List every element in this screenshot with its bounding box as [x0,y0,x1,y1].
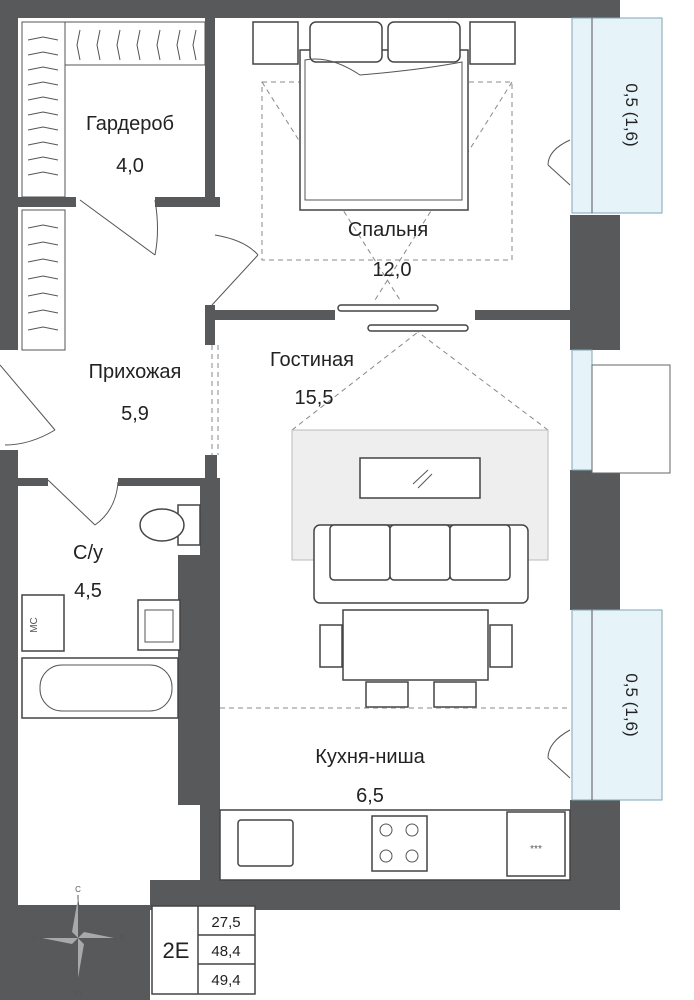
bathroom-room: МС С/у 4,5 [21,479,201,719]
bedroom-room: Спальня 12,0 [211,21,516,332]
compass-south: Ю [74,989,82,998]
living-area-value: 27,5 [211,914,240,931]
kitchen-area: 6,5 [356,785,384,807]
total-area-with-balcony-value: 49,4 [211,972,240,989]
bathroom-name: С/у [73,542,103,564]
stove-label: *** [530,844,542,855]
wardrobe-room: Гардероб 4,0 [21,21,206,256]
kitchen-room: *** Кухня-ниша 6,5 [219,707,571,881]
sink-icon [237,819,294,867]
living-area: 15,5 [295,387,334,409]
bathroom-area: 4,5 [74,580,102,602]
hallway-room: Прихожая 5,9 [0,209,219,455]
kitchen-name: Кухня-ниша [315,746,425,768]
balcony-top: 0,5 (1,6) [547,17,663,214]
balcony-top-label: 0,5 (1,6) [622,83,641,146]
dining-set [319,609,513,708]
washing-machine-label: МС [29,617,40,633]
bedroom-area: 12,0 [373,259,412,281]
compass-icon: С Ю З В [32,885,125,998]
bedroom-name: Спальня [348,219,428,241]
nightstand-right [469,21,516,65]
balcony-bottom: 0,5 (1,6) [547,609,663,801]
compass-north: С [75,885,81,894]
stove-icon [371,815,428,872]
compass-west: З [32,934,37,943]
wardrobe-area: 4,0 [116,155,144,177]
sliding-door [337,304,439,312]
apartment-code: 2Е [163,938,190,963]
living-window [571,349,671,474]
walls [0,0,620,1000]
info-box: 2Е 27,5 48,4 49,4 [151,905,256,995]
balcony-bottom-label: 0,5 (1,6) [622,673,641,736]
dining-table [342,609,489,681]
nightstand-left [252,21,299,65]
living-room: Гостиная 15,5 [270,331,549,604]
compass-east: В [119,934,124,943]
washing-machine-icon [21,594,65,652]
total-area-value: 48,4 [211,943,240,960]
hallway-name: Прихожая [89,361,182,383]
hanger-icons [27,29,197,176]
bathtub-icon [21,657,179,719]
living-name: Гостиная [270,349,354,371]
bed [299,49,469,211]
hallway-area: 5,9 [121,403,149,425]
wardrobe-name: Гардероб [86,113,174,135]
oven-icon [506,811,566,877]
